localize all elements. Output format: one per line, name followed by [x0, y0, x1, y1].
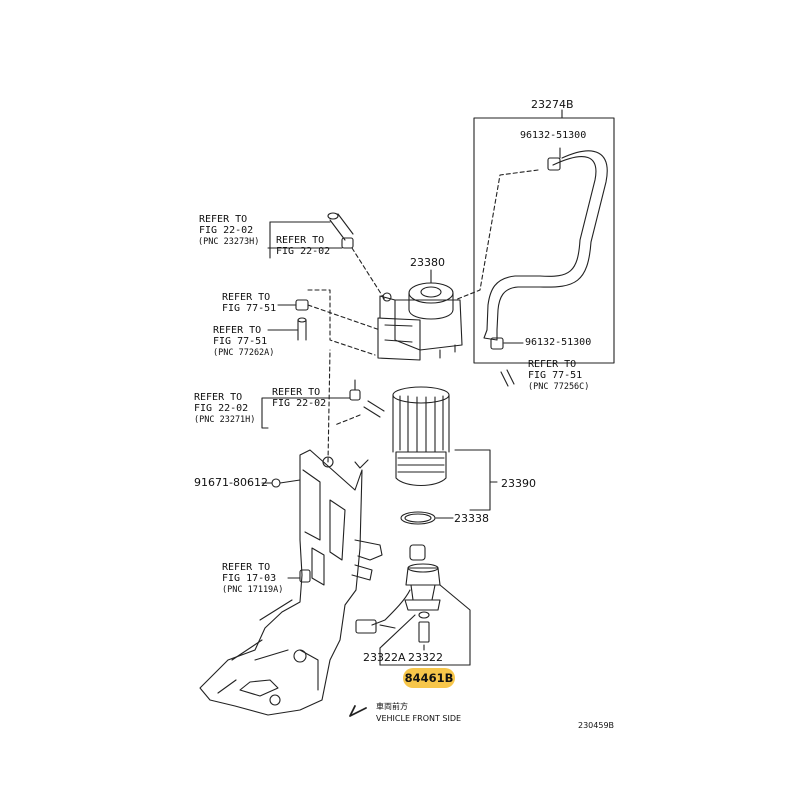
- refer-a-line1: REFER TO: [199, 214, 248, 225]
- label-clip-upper: 96132-51300: [520, 130, 587, 141]
- refer-e-line2: FIG 77-51: [528, 370, 583, 381]
- water-sensor: [355, 544, 471, 666]
- label-23390: 23390: [501, 477, 536, 490]
- refer-f-pnc: (PNC 23271H): [194, 415, 256, 425]
- bracket-ref-leader: [287, 569, 311, 583]
- dashed-mid2: [307, 304, 381, 331]
- figure-id: 230459B: [578, 721, 615, 730]
- refer-a-line2: FIG 22-02: [199, 225, 254, 236]
- refer-b-line2: FIG 22-02: [276, 246, 331, 257]
- front-arrow: [349, 705, 367, 717]
- highlighted-part-badge[interactable]: 84461B: [403, 668, 455, 688]
- label-23380: 23380: [410, 256, 445, 269]
- label-clip-lower: 96132-51300: [525, 337, 592, 348]
- refer-g-line2: FIG 22-02: [272, 398, 327, 409]
- refer-d-pnc: (PNC 77262A): [213, 348, 275, 358]
- upper-hose-ends: [267, 212, 354, 259]
- fuel-filter: [392, 386, 498, 511]
- dashed-mid: [307, 289, 376, 356]
- label-bolt: 91671-80612: [194, 476, 268, 489]
- refer-c-line1: REFER TO: [222, 292, 271, 303]
- refer-e-line1: REFER TO: [528, 359, 577, 370]
- o-ring: [400, 511, 436, 525]
- refer-d-line2: FIG 77-51: [213, 336, 268, 347]
- clip-leaders: [503, 147, 561, 344]
- mounting-bracket: [199, 449, 383, 716]
- front-jp-label: 車両前方: [376, 702, 408, 711]
- label-23322: 23322: [408, 651, 443, 664]
- refer-f-line2: FIG 22-02: [194, 403, 249, 414]
- bolt: [261, 478, 301, 488]
- fuel-hose: [483, 150, 608, 350]
- refer-h-pnc: (PNC 17119A): [222, 585, 284, 595]
- bracket-dashed: [327, 349, 331, 463]
- hose-dashed-leader: [454, 169, 539, 301]
- dashed-upper: [351, 247, 386, 301]
- refer-a-pnc: (PNC 23273H): [198, 237, 260, 247]
- refer-c-line2: FIG 77-51: [222, 303, 277, 314]
- refer-b-line1: REFER TO: [276, 235, 325, 246]
- refer-g-line1: REFER TO: [272, 387, 321, 398]
- label-23274b: 23274B: [531, 98, 574, 111]
- priming-pump: [377, 269, 463, 361]
- label-23338: 23338: [454, 512, 489, 525]
- label-23322a: 23322A: [363, 651, 406, 664]
- refer-h-line2: FIG 17-03: [222, 573, 277, 584]
- front-en-label: VEHICLE FRONT SIDE: [376, 714, 462, 723]
- refer-e-pnc: (PNC 77256C): [528, 382, 590, 392]
- refer-d-line1: REFER TO: [213, 325, 262, 336]
- refer-f-line1: REFER TO: [194, 392, 243, 403]
- mid-hose-ends: [261, 379, 385, 429]
- o-ring-inner: [404, 513, 432, 523]
- refer-h-line1: REFER TO: [222, 562, 271, 573]
- vent-pipe: [500, 369, 515, 387]
- hose-box: [473, 109, 615, 364]
